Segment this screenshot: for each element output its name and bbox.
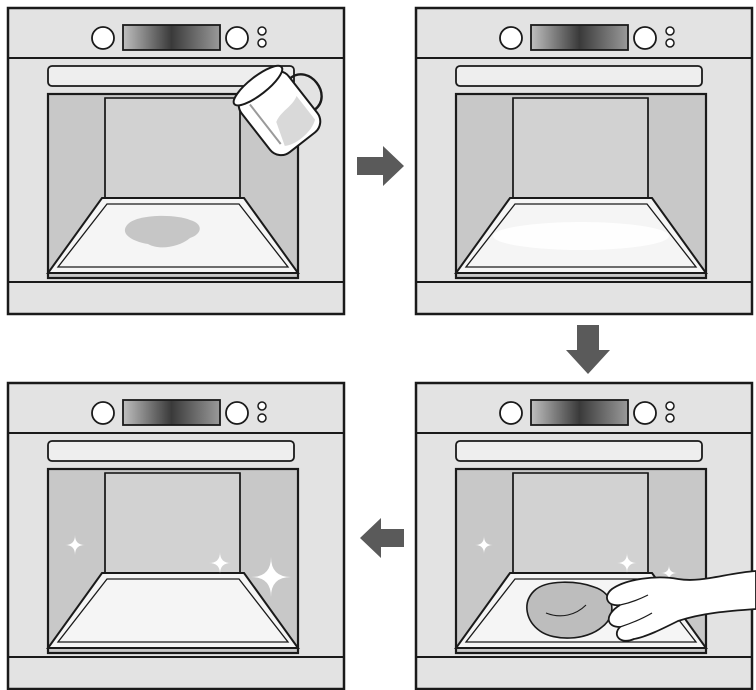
oven-3 [6, 381, 346, 690]
indicator-light-icon [665, 38, 675, 48]
sparkle-icon [475, 536, 493, 554]
arrow-down-icon [566, 325, 610, 374]
indicator-light-icon [257, 401, 267, 411]
indicator-light-icon [257, 413, 267, 423]
jug-handle [289, 73, 323, 111]
indicator-light-icon [665, 413, 675, 423]
overlays-layer [65, 64, 756, 642]
left-knob-icon [499, 401, 523, 425]
oven-1 [6, 6, 346, 316]
sparkle-icon [209, 552, 231, 574]
oven-floor-rim [464, 203, 698, 268]
indicator-light-icon [665, 26, 675, 36]
step-2-overlay [493, 222, 669, 250]
oven-back-wall [512, 472, 649, 574]
oven-2 [414, 6, 754, 316]
door-handle-bar [47, 440, 295, 462]
oven-floor-rim [464, 578, 698, 643]
water-jug-icon [232, 64, 323, 157]
door-handle-bar [455, 440, 703, 462]
oven-4 [414, 381, 754, 690]
hand-icon [606, 570, 756, 642]
oven-floor-rim [56, 578, 290, 643]
display-window [122, 399, 221, 426]
oven-back-wall [512, 97, 649, 199]
arrow-left-icon [360, 518, 404, 558]
step-1-overlay [124, 64, 323, 248]
step-4-overlay [65, 535, 291, 597]
right-knob-icon [225, 26, 249, 50]
ovens-layer [6, 6, 754, 690]
water-puddle [124, 215, 200, 248]
sparkle-icon [617, 553, 637, 573]
cloth-icon [526, 581, 613, 639]
arrow-right-icon [357, 146, 404, 186]
left-knob-icon [91, 401, 115, 425]
right-knob-icon [633, 401, 657, 425]
left-knob-icon [91, 26, 115, 50]
sparkle-icon [661, 565, 677, 581]
oven-floor-rim [56, 203, 290, 268]
door-handle-bar [455, 65, 703, 87]
jug-water [276, 96, 316, 146]
finger-line [619, 612, 653, 628]
cloth-fold [545, 604, 587, 617]
step-3-overlay [475, 536, 756, 642]
indicator-light-icon [665, 401, 675, 411]
display-window [530, 399, 629, 426]
display-window [530, 24, 629, 51]
jug-highlight [249, 103, 282, 145]
sparkle-icon [65, 535, 85, 555]
finger-line [619, 594, 649, 606]
jug-rim [232, 64, 284, 107]
oven-back-wall [104, 97, 241, 199]
oven-floor [46, 572, 300, 649]
display-window [122, 24, 221, 51]
indicator-light-icon [257, 26, 267, 36]
sparkle-icon [251, 557, 291, 597]
right-knob-icon [633, 26, 657, 50]
right-knob-icon [225, 401, 249, 425]
steam-icon [493, 222, 669, 250]
indicator-light-icon [257, 38, 267, 48]
left-knob-icon [499, 26, 523, 50]
